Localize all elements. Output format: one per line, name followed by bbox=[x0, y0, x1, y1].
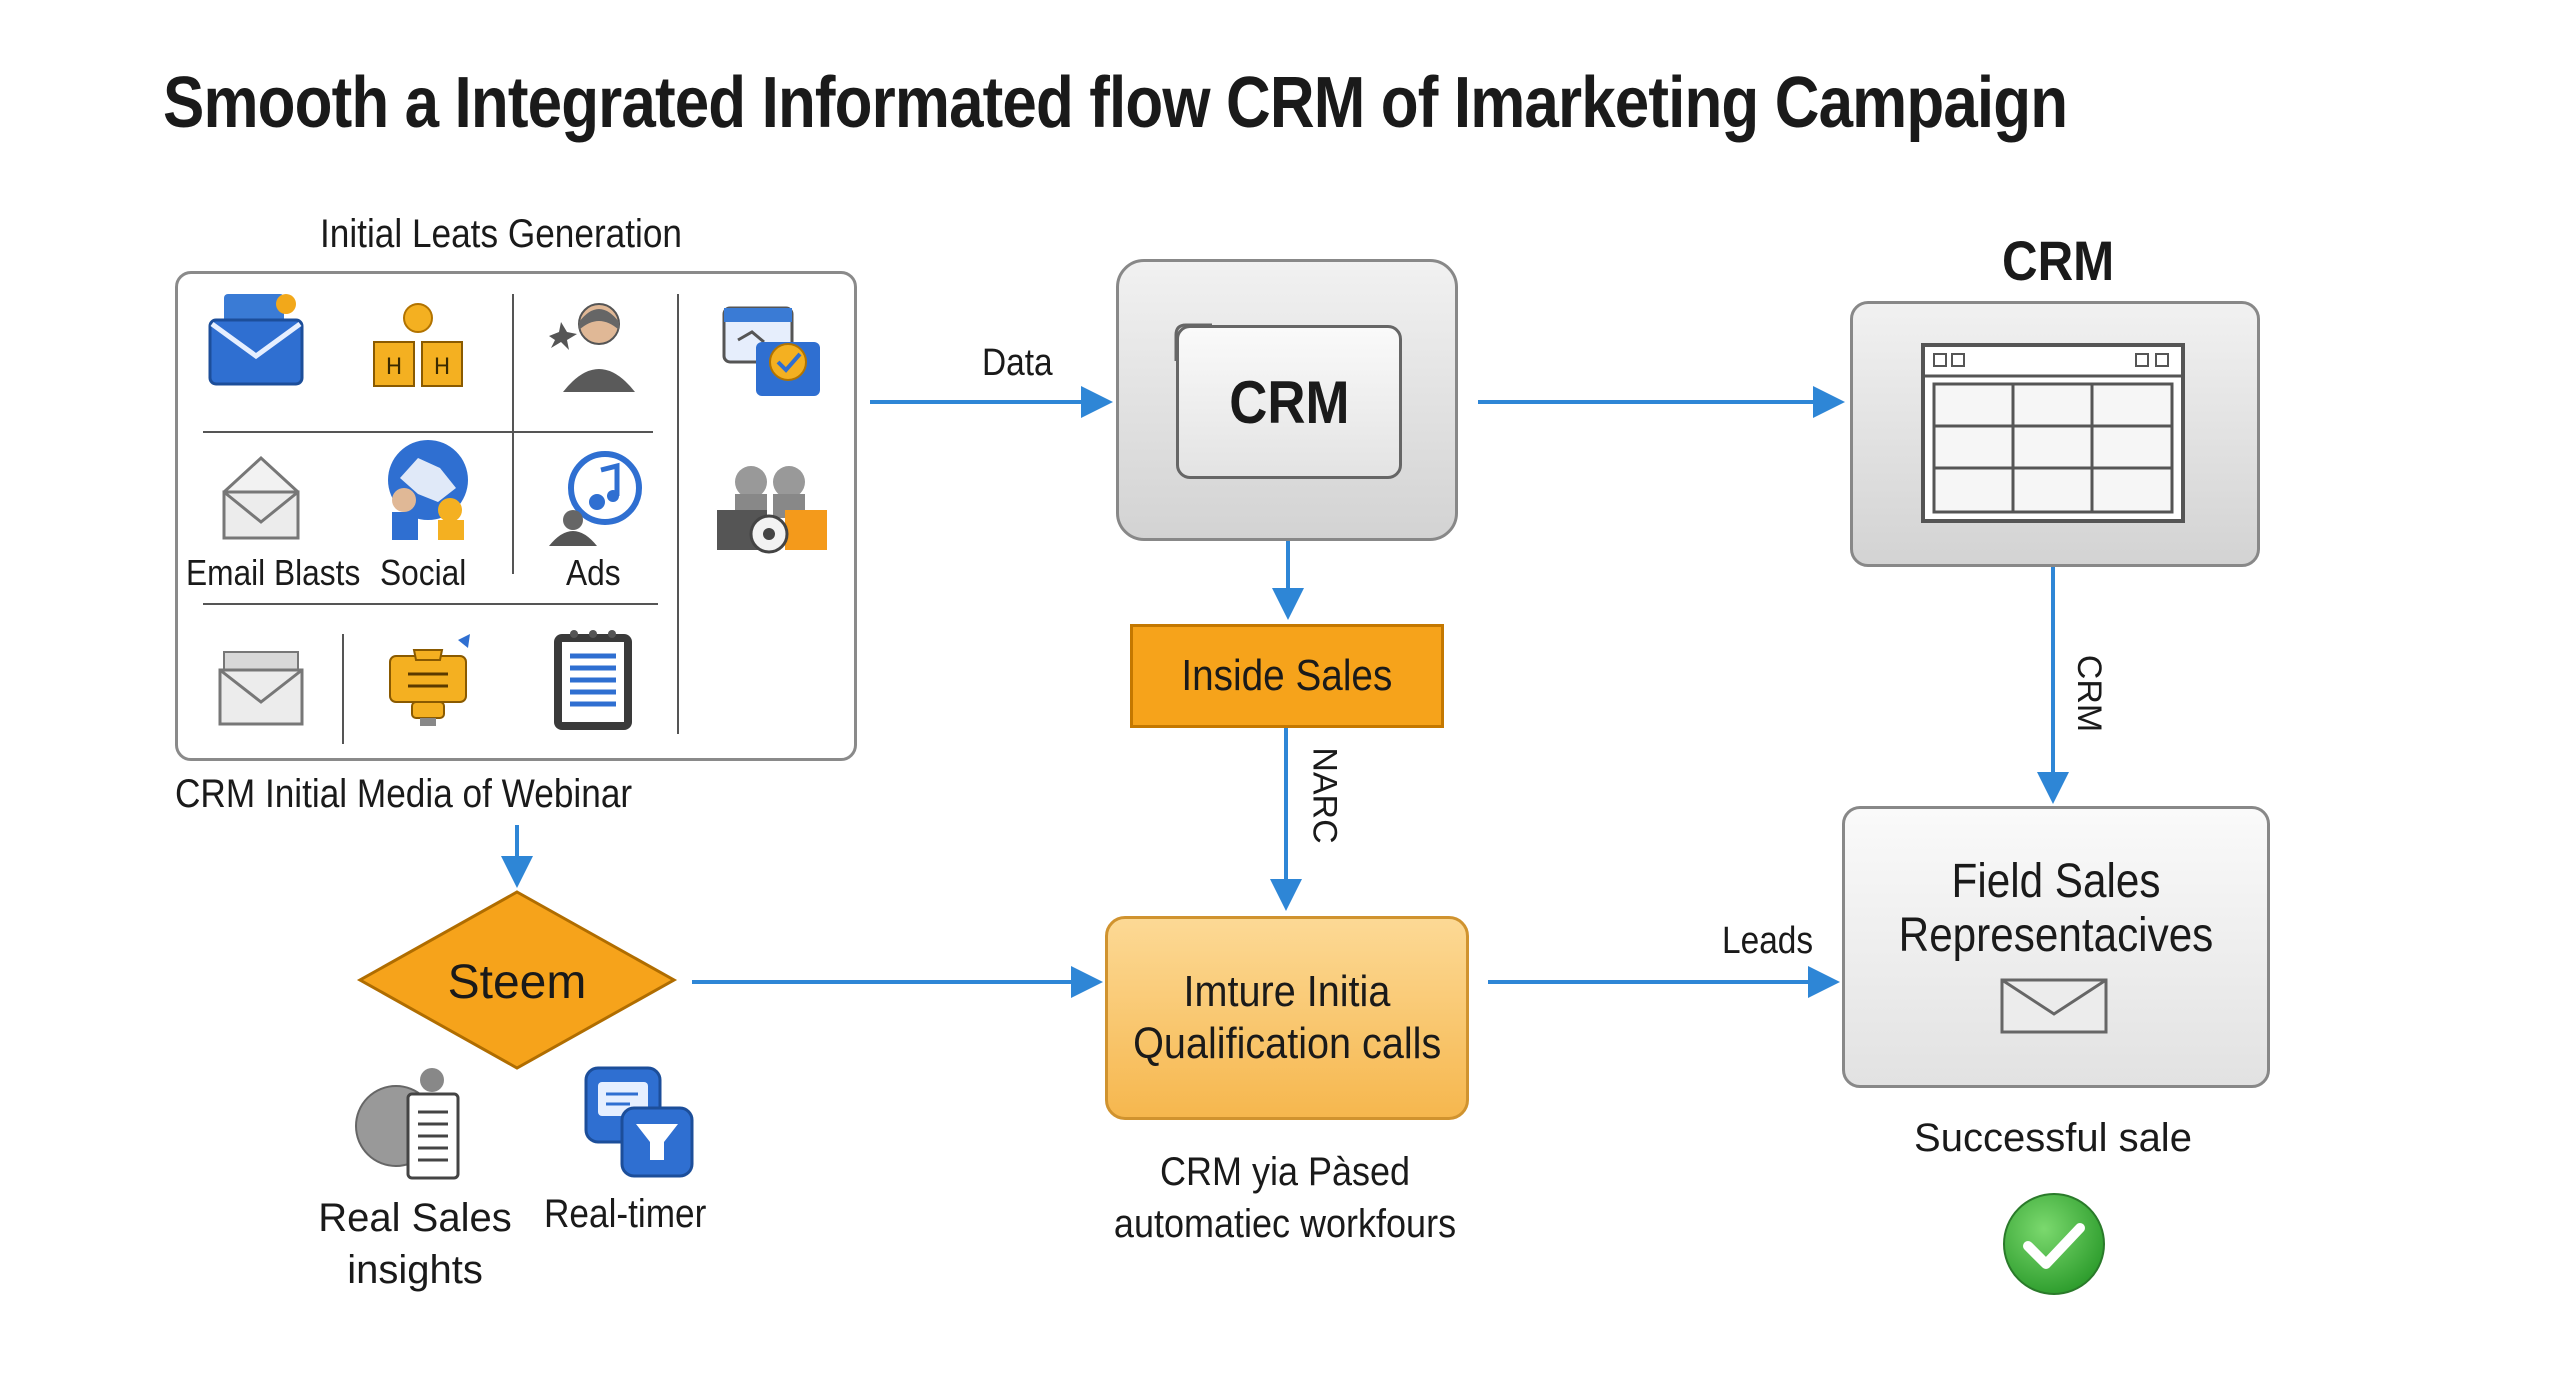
envelope-icon bbox=[222, 455, 300, 540]
crm-right-heading: CRM bbox=[2002, 229, 2115, 292]
qualification-node: Imture Initia Qualification calls bbox=[1105, 916, 1469, 1120]
svg-text:H: H bbox=[434, 355, 451, 380]
field-sales-envelope-icon bbox=[2000, 978, 2108, 1034]
crm-center-label: CRM bbox=[1228, 368, 1350, 436]
ads-label: Ads bbox=[566, 552, 621, 593]
insights-label: Real Sales insights bbox=[300, 1192, 530, 1296]
lead-generation-grid bbox=[203, 294, 679, 744]
decision-diamond bbox=[356, 890, 678, 1070]
inside-sales-label: Inside Sales bbox=[1181, 651, 1393, 700]
crm-center-card: CRM bbox=[1176, 325, 1402, 479]
field-sales-line1: Field Sales bbox=[1951, 855, 2161, 908]
qualification-caption-line1: CRM yia Pàsed bbox=[1159, 1150, 1411, 1194]
insights-label-line1: Real Sales bbox=[318, 1196, 512, 1240]
group-camera-icon bbox=[717, 466, 827, 554]
lead-generation-caption: CRM Initial Media of Webinar bbox=[175, 772, 633, 816]
email-icon bbox=[208, 294, 304, 386]
edge-label-crm: CRM bbox=[2070, 654, 2109, 733]
qualification-caption: CRM yia Pàsed automatiec workfours bbox=[1060, 1146, 1510, 1250]
field-sales-node: Field Sales Representacives bbox=[1842, 806, 2270, 1088]
check-icon bbox=[2003, 1193, 2105, 1295]
realtime-chat-icon bbox=[584, 1066, 694, 1178]
calendar-target-icon bbox=[722, 306, 820, 396]
lead-generation-heading: Initial Leats Generation bbox=[320, 212, 683, 256]
lead-generation-box: H H bbox=[175, 271, 857, 761]
notification-icon bbox=[389, 634, 470, 726]
qualification-line2: Qualification calls bbox=[1132, 1019, 1442, 1068]
person-icon bbox=[549, 303, 635, 392]
music-ad-icon bbox=[549, 451, 642, 546]
page-title: Smooth a Integrated Informated flow CRM … bbox=[163, 63, 2068, 143]
audience-icon: H H bbox=[373, 303, 463, 387]
card-tab-notch bbox=[1174, 323, 1212, 361]
decision-label: Steem bbox=[447, 956, 587, 1009]
realtime-label: Real-timer bbox=[544, 1192, 707, 1236]
qualification-caption-line2: automatiec workfours bbox=[1113, 1202, 1457, 1246]
crm-table-icon bbox=[1921, 343, 2185, 523]
social-icon bbox=[388, 440, 468, 540]
mail-stack-icon bbox=[218, 651, 304, 726]
successful-sale-label: Successful sale bbox=[1914, 1116, 2192, 1160]
insights-person-doc-icon bbox=[355, 1068, 460, 1180]
inside-sales-node: Inside Sales bbox=[1130, 624, 1444, 728]
document-icon bbox=[554, 630, 632, 730]
social-label: Social bbox=[380, 552, 467, 593]
svg-text:H: H bbox=[386, 355, 403, 380]
edge-label-leads: Leads bbox=[1722, 920, 1814, 962]
edge-label-narc: NARC bbox=[1305, 747, 1344, 844]
insights-label-line2: insights bbox=[347, 1248, 483, 1292]
edge-label-data: Data bbox=[982, 342, 1053, 384]
qualification-line1: Imture Initia bbox=[1183, 967, 1391, 1016]
field-sales-line2: Representacives bbox=[1898, 909, 2214, 962]
email-blasts-label: Email Blasts bbox=[186, 552, 361, 593]
